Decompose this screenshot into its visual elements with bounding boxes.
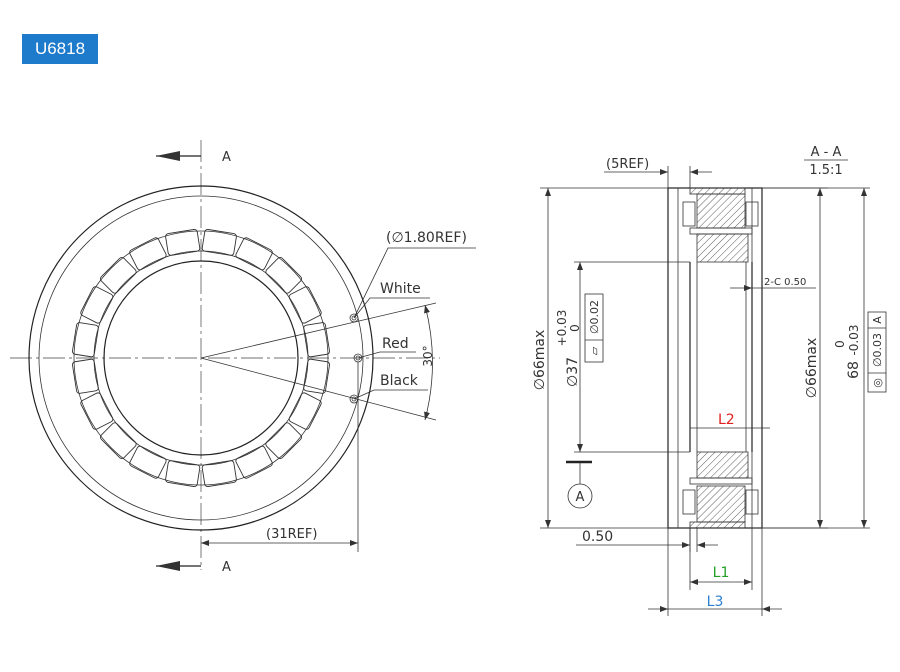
section-label-bottom: A xyxy=(222,560,231,575)
wire-white-label: White xyxy=(380,281,421,297)
magnet-segment xyxy=(80,392,114,430)
od-right-label: ∅66max xyxy=(804,338,820,399)
part-number-badge: U6818 xyxy=(22,34,98,64)
l2-label: L2 xyxy=(718,412,735,428)
flatness-value: ∅0.02 xyxy=(588,300,601,334)
front-view: A A 30° (∅1.80REF) White Red Black xyxy=(10,140,476,575)
wire-red-label: Red xyxy=(382,336,409,352)
bore-tol-upper: +0.03 xyxy=(555,310,569,347)
wire-dia-leader xyxy=(353,247,476,319)
magnet-segment xyxy=(265,257,302,294)
magnet-segment xyxy=(72,322,99,358)
top-inner-hatch xyxy=(696,233,749,263)
bottom-left-pocket xyxy=(682,489,696,515)
magnet-segment xyxy=(100,422,137,459)
magnet-segment xyxy=(165,460,201,487)
section-arrowhead-bottom xyxy=(156,561,180,571)
top-rim xyxy=(689,227,753,235)
outer-rim-circle xyxy=(28,185,374,531)
bore-circle xyxy=(103,260,299,456)
section-arrowhead-top xyxy=(156,151,180,161)
magnet-segment xyxy=(235,445,273,479)
concentricity-value: ∅0.03 xyxy=(871,333,884,367)
red-leader xyxy=(357,351,416,359)
bottom-magnet-cap xyxy=(689,521,746,529)
od68-tol-upper: 0 xyxy=(833,340,847,348)
magnet-segment xyxy=(201,460,237,487)
flatness-frame xyxy=(584,293,604,363)
magnet-outer-circle xyxy=(73,230,329,486)
bottom-inner-hatch xyxy=(696,451,749,479)
magnet-segment xyxy=(303,322,330,358)
datum-circle-label: A xyxy=(576,490,585,505)
l3-label: L3 xyxy=(707,594,724,610)
bore-dia-label: ∅37 xyxy=(565,357,581,387)
section-title: A - A xyxy=(811,145,842,160)
top-left-pocket xyxy=(682,201,696,227)
magnet-segment xyxy=(72,358,99,394)
magnet-segment xyxy=(265,422,302,459)
section-scale: 1.5:1 xyxy=(809,163,842,178)
magnet-segment xyxy=(80,286,114,324)
concentricity-symbol: ◎ xyxy=(871,378,884,388)
bottom-magnet-block xyxy=(696,485,746,523)
angle-arc xyxy=(424,304,433,421)
magnet-segment xyxy=(129,445,167,479)
magnet-segment xyxy=(165,229,201,256)
ref31-label: (31REF) xyxy=(266,527,317,542)
flatness-symbol: ⏥ xyxy=(588,346,601,355)
magnet-segment xyxy=(235,237,273,271)
datum-letter: A xyxy=(871,316,884,324)
datum-circle xyxy=(567,483,593,509)
white-leader xyxy=(353,297,430,319)
magnet-segment xyxy=(303,358,330,394)
outer-rim-inner-circle xyxy=(38,195,364,521)
bottom-rim xyxy=(689,477,753,485)
od68-label: 68 xyxy=(846,361,862,379)
magnet-segments xyxy=(72,229,330,487)
top-magnet-block xyxy=(696,193,746,229)
magnet-segment xyxy=(288,392,322,430)
concentricity-frame xyxy=(867,311,887,393)
wire-dia-label: (∅1.80REF) xyxy=(386,230,467,246)
angle-ray-lower xyxy=(200,357,437,421)
magnet-segment xyxy=(201,229,237,256)
black-leader xyxy=(353,389,428,400)
angle-label: 30° xyxy=(421,345,435,366)
offset-label: 0.50 xyxy=(582,529,613,545)
l1-label: L1 xyxy=(713,565,730,581)
top-right-pocket xyxy=(745,201,759,227)
top-magnet-cap xyxy=(689,187,746,195)
wire-black-label: Black xyxy=(380,373,419,389)
od-left-label: ∅66max xyxy=(532,330,548,391)
angle-ray-upper xyxy=(200,302,437,359)
bore-outer-circle xyxy=(93,250,309,466)
magnet-segment xyxy=(288,286,322,324)
od68-tol-lower: -0.03 xyxy=(847,324,861,355)
ref5-label: (5REF) xyxy=(606,157,649,172)
section-label-top: A xyxy=(222,150,231,165)
section-view: A - A 1.5:1 (5REF) xyxy=(532,145,887,616)
magnet-segment xyxy=(100,257,137,294)
chamfer-label: 2-C 0.50 xyxy=(764,277,806,288)
magnet-segment xyxy=(129,237,167,271)
bore-tol-lower: 0 xyxy=(568,324,582,332)
bottom-right-pocket xyxy=(745,489,759,515)
